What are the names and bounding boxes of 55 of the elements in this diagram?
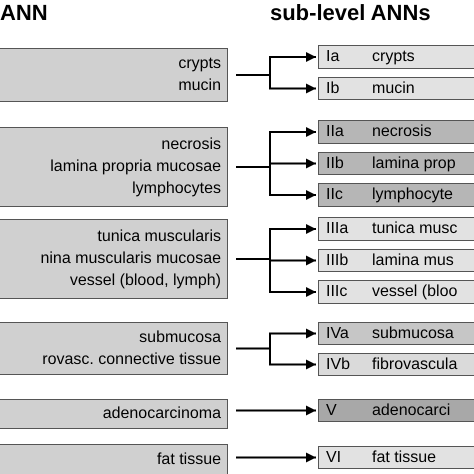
class-code: V xyxy=(326,402,337,418)
sub-class-box xyxy=(318,399,474,422)
class-box xyxy=(0,444,228,474)
class-label: adenocarcinoma xyxy=(102,404,222,424)
class-code: IIIa xyxy=(326,221,348,237)
class-label: mucin xyxy=(372,80,415,96)
class-label: necrosis lamina propria mucosae lymphocytes xyxy=(50,135,222,199)
class-label: tunica muscularis nina muscularis mucosae vessel (blood, lymph) xyxy=(40,227,222,291)
class-label: lamina mus xyxy=(372,252,454,268)
arrow xyxy=(236,166,316,200)
sub-class-box xyxy=(318,280,474,304)
class-box xyxy=(0,127,228,207)
class-label: fat tissue xyxy=(156,450,222,470)
sub-class-box xyxy=(318,183,474,207)
class-label: fat tissue xyxy=(372,450,436,466)
class-code: Ia xyxy=(326,49,340,65)
arrow xyxy=(236,406,316,416)
sub-class-box xyxy=(318,152,474,175)
arrow xyxy=(236,74,316,94)
class-label: fibrovascula xyxy=(372,356,458,372)
class-box xyxy=(0,399,228,429)
sub-class-box xyxy=(318,45,474,69)
sub-class-box xyxy=(318,217,474,241)
sub-class-box xyxy=(318,322,474,345)
class-label: tunica musc xyxy=(372,221,458,237)
class-box xyxy=(0,219,228,299)
class-label: submucosa xyxy=(372,326,454,342)
sub-class-box xyxy=(318,120,474,144)
sub-class-box xyxy=(318,77,474,100)
class-box xyxy=(0,48,228,102)
class-code: IIc xyxy=(326,187,343,203)
arrow xyxy=(236,452,316,462)
class-label: vessel (bloo xyxy=(372,284,458,300)
class-label: lymphocyte xyxy=(372,187,453,203)
sub-class-box xyxy=(318,446,474,469)
class-box xyxy=(0,322,228,375)
class-code: IVb xyxy=(326,356,350,372)
class-code: IIIc xyxy=(326,284,348,300)
class-code: IIb xyxy=(326,156,344,172)
arrow xyxy=(236,348,316,370)
class-label: crypts xyxy=(372,49,415,65)
class-code: IIa xyxy=(326,124,344,140)
class-code: IVa xyxy=(326,326,349,342)
column-heading: ANN xyxy=(0,1,48,25)
class-label: crypts mucin xyxy=(178,54,222,96)
class-code: IIIb xyxy=(326,252,348,268)
class-label: necrosis xyxy=(372,124,432,140)
class-label: adenocarci xyxy=(372,402,450,418)
sub-class-box xyxy=(318,249,474,272)
class-label: lamina prop xyxy=(372,156,456,172)
class-label: submucosa rovasc. connective tissue xyxy=(42,328,222,370)
column-heading: sub-level ANNs xyxy=(270,1,431,25)
class-code: VI xyxy=(326,450,342,466)
sub-class-box xyxy=(318,353,474,376)
class-code: Ib xyxy=(326,80,340,96)
